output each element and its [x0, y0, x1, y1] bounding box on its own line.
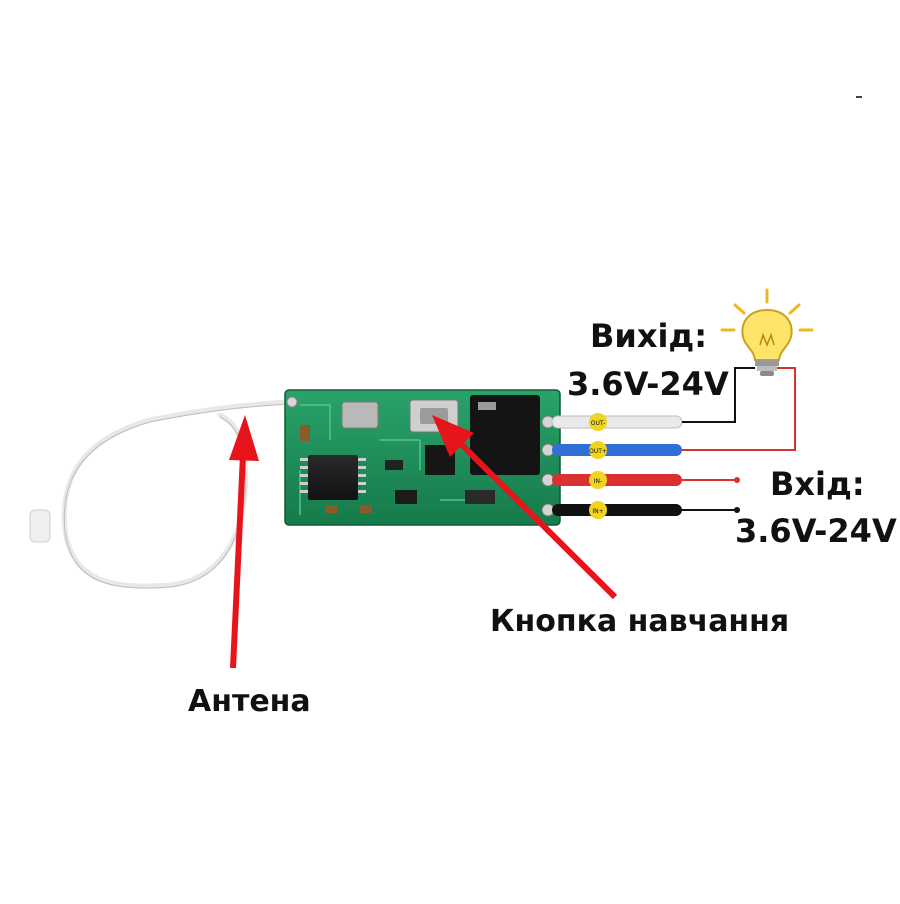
wire-out-minus — [551, 415, 683, 429]
lead-out-plus — [682, 367, 796, 451]
pin-badges: OUT- OUT+ IN- IN+ — [589, 413, 607, 519]
wire-in-minus — [552, 474, 682, 486]
learn-button-label: Кнопка навчання — [490, 604, 790, 639]
pin-label-in-minus: IN- — [594, 478, 602, 485]
input-label: Вхід: — [770, 465, 865, 503]
solder-pads — [541, 415, 555, 517]
output-label: Вихід: — [590, 317, 708, 355]
crystal-component — [341, 401, 379, 429]
learn-button-arrow — [432, 415, 618, 600]
antenna-arrow — [229, 415, 259, 669]
antenna-wire — [29, 399, 291, 589]
pin-label-out-plus: OUT+ — [589, 448, 607, 455]
wire-in-plus — [552, 504, 682, 516]
pcb-board — [284, 389, 561, 526]
ic-chip — [300, 455, 366, 500]
input-voltage-range: 3.6V-24V — [735, 512, 897, 550]
mosfet — [470, 395, 540, 475]
antenna-tip — [29, 509, 51, 543]
pin-label-out-minus: OUT- — [591, 420, 605, 427]
output-voltage-range: 3.6V-24V — [567, 365, 729, 403]
wire-out-plus — [552, 444, 682, 456]
stray-mark — [856, 96, 862, 98]
lead-out-minus — [682, 367, 755, 423]
wires — [551, 367, 796, 516]
light-bulb-icon — [720, 288, 814, 376]
pin-label-in-plus: IN+ — [592, 508, 603, 515]
antenna-label: Антена — [188, 684, 311, 719]
annotation-arrows — [229, 415, 618, 669]
